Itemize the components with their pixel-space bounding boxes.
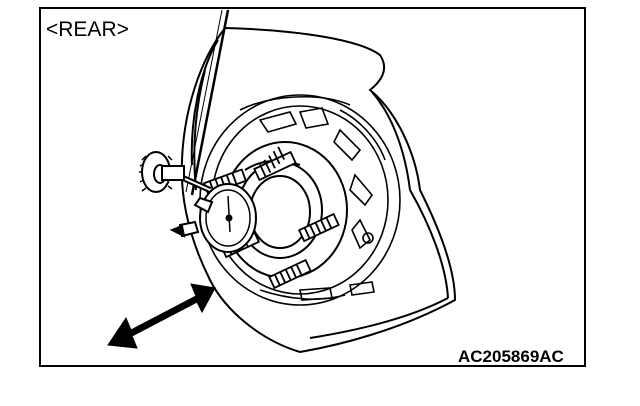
figure-frame bbox=[39, 7, 586, 367]
figure-code: AC205869AC bbox=[458, 347, 564, 366]
indicator-stand-rod bbox=[190, 9, 230, 196]
wheel-stud bbox=[297, 212, 340, 243]
view-label: <REAR> bbox=[46, 18, 129, 41]
dial-indicator bbox=[163, 9, 257, 253]
clamp-knob bbox=[139, 151, 185, 193]
double-headed-arrow-icon bbox=[107, 283, 216, 349]
wheel-stud bbox=[253, 146, 297, 182]
wheel-stud bbox=[268, 258, 312, 290]
backing-plate bbox=[180, 26, 457, 354]
